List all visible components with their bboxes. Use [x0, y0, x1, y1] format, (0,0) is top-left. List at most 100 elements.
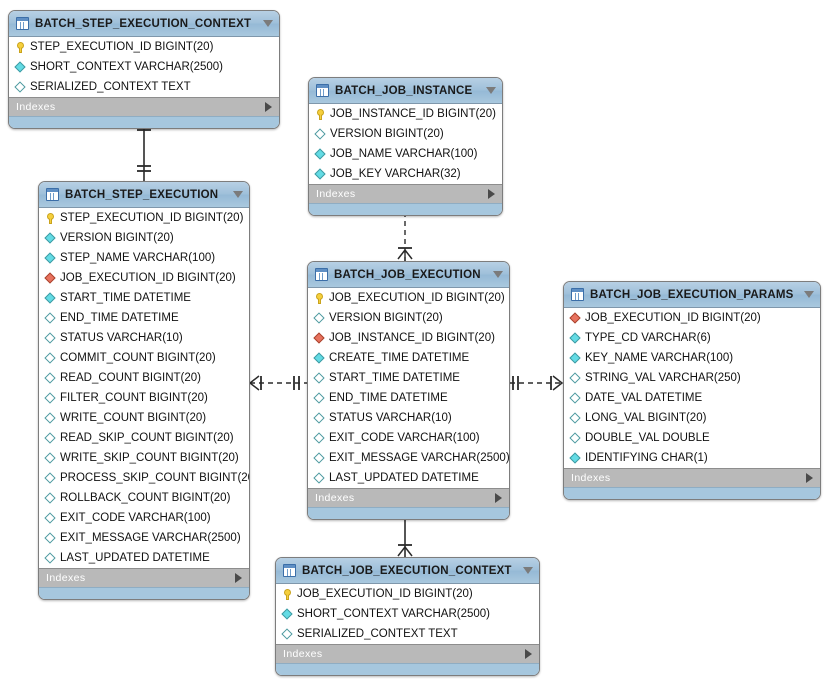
relationship-job-execution-params[interactable]: [510, 375, 564, 391]
table-row[interactable]: SHORT_CONTEXT VARCHAR(2500): [276, 604, 539, 624]
table-row[interactable]: CREATE_TIME DATETIME: [308, 348, 509, 368]
chevron-down-icon[interactable]: [233, 191, 243, 198]
table-row[interactable]: PROCESS_SKIP_COUNT BIGINT(20): [39, 468, 249, 488]
table-row[interactable]: DOUBLE_VAL DOUBLE: [564, 428, 820, 448]
relationship-step-execution-job-execution[interactable]: [248, 375, 307, 391]
table-row[interactable]: ROLLBACK_COUNT BIGINT(20): [39, 488, 249, 508]
column-label: VERSION BIGINT(20): [329, 312, 443, 324]
hollow-diamond-icon: [314, 412, 325, 425]
table-row[interactable]: VERSION BIGINT(20): [308, 308, 509, 328]
triangle-right-icon[interactable]: [525, 649, 532, 659]
table-icon: [46, 188, 59, 201]
table-row[interactable]: VERSION BIGINT(20): [39, 228, 249, 248]
table-batch-job-instance[interactable]: BATCH_JOB_INSTANCE JOB_INSTANCE_ID BIGIN…: [308, 77, 503, 216]
chevron-down-icon[interactable]: [804, 291, 814, 298]
column-label: JOB_EXECUTION_ID BIGINT(20): [585, 312, 761, 324]
table-row[interactable]: LAST_UPDATED DATETIME: [39, 548, 249, 568]
table-icon: [315, 268, 328, 281]
hollow-diamond-icon: [45, 312, 56, 325]
indexes-bar[interactable]: Indexes: [39, 568, 249, 587]
table-row[interactable]: DATE_VAL DATETIME: [564, 388, 820, 408]
table-batch-job-execution-params[interactable]: BATCH_JOB_EXECUTION_PARAMS JOB_EXECUTION…: [563, 281, 821, 500]
table-row[interactable]: JOB_EXECUTION_ID BIGINT(20): [308, 288, 509, 308]
table-header[interactable]: BATCH_JOB_EXECUTION: [308, 262, 509, 288]
hollow-diamond-icon: [282, 628, 293, 641]
table-row[interactable]: JOB_EXECUTION_ID BIGINT(20): [564, 308, 820, 328]
triangle-right-icon[interactable]: [488, 189, 495, 199]
table-row[interactable]: EXIT_CODE VARCHAR(100): [39, 508, 249, 528]
column-label: READ_SKIP_COUNT BIGINT(20): [60, 432, 234, 444]
table-batch-step-execution-context[interactable]: BATCH_STEP_EXECUTION_CONTEXT STEP_EXECUT…: [8, 10, 280, 129]
indexes-bar[interactable]: Indexes: [308, 488, 509, 507]
table-row[interactable]: STEP_EXECUTION_ID BIGINT(20): [9, 37, 279, 57]
table-row[interactable]: EXIT_MESSAGE VARCHAR(2500): [308, 448, 509, 468]
table-row[interactable]: SERIALIZED_CONTEXT TEXT: [9, 77, 279, 97]
table-row[interactable]: STATUS VARCHAR(10): [308, 408, 509, 428]
column-label: SERIALIZED_CONTEXT TEXT: [297, 628, 458, 640]
indexes-bar[interactable]: Indexes: [9, 97, 279, 116]
table-row[interactable]: SHORT_CONTEXT VARCHAR(2500): [9, 57, 279, 77]
primary-key-icon: [45, 212, 56, 225]
table-footer-strip: [308, 507, 509, 519]
column-label: ROLLBACK_COUNT BIGINT(20): [60, 492, 231, 504]
table-title: BATCH_JOB_EXECUTION: [334, 268, 481, 281]
table-row[interactable]: READ_SKIP_COUNT BIGINT(20): [39, 428, 249, 448]
triangle-right-icon[interactable]: [265, 102, 272, 112]
table-row[interactable]: WRITE_SKIP_COUNT BIGINT(20): [39, 448, 249, 468]
table-row[interactable]: STEP_NAME VARCHAR(100): [39, 248, 249, 268]
column-label: IDENTIFYING CHAR(1): [585, 452, 708, 464]
hollow-diamond-icon: [570, 432, 581, 445]
indexes-bar[interactable]: Indexes: [309, 184, 502, 203]
table-footer-strip: [564, 487, 820, 499]
chevron-down-icon[interactable]: [523, 567, 533, 574]
table-row[interactable]: JOB_EXECUTION_ID BIGINT(20): [276, 584, 539, 604]
table-row[interactable]: JOB_INSTANCE_ID BIGINT(20): [309, 104, 502, 124]
table-row[interactable]: EXIT_CODE VARCHAR(100): [308, 428, 509, 448]
table-row[interactable]: VERSION BIGINT(20): [309, 124, 502, 144]
table-row[interactable]: WRITE_COUNT BIGINT(20): [39, 408, 249, 428]
table-row[interactable]: READ_COUNT BIGINT(20): [39, 368, 249, 388]
chevron-down-icon[interactable]: [493, 271, 503, 278]
table-batch-job-execution[interactable]: BATCH_JOB_EXECUTION JOB_EXECUTION_ID BIG…: [307, 261, 510, 520]
table-row[interactable]: END_TIME DATETIME: [308, 388, 509, 408]
triangle-right-icon[interactable]: [495, 493, 502, 503]
filled-diamond-icon: [315, 148, 326, 161]
indexes-bar[interactable]: Indexes: [564, 468, 820, 487]
table-row[interactable]: KEY_NAME VARCHAR(100): [564, 348, 820, 368]
table-row[interactable]: JOB_EXECUTION_ID BIGINT(20): [39, 268, 249, 288]
table-row[interactable]: TYPE_CD VARCHAR(6): [564, 328, 820, 348]
chevron-down-icon[interactable]: [263, 20, 273, 27]
table-footer-strip: [9, 116, 279, 128]
table-row[interactable]: JOB_KEY VARCHAR(32): [309, 164, 502, 184]
table-row[interactable]: SERIALIZED_CONTEXT TEXT: [276, 624, 539, 644]
table-row[interactable]: STEP_EXECUTION_ID BIGINT(20): [39, 208, 249, 228]
table-row[interactable]: STATUS VARCHAR(10): [39, 328, 249, 348]
column-label: START_TIME DATETIME: [60, 292, 191, 304]
column-label: FILTER_COUNT BIGINT(20): [60, 392, 208, 404]
chevron-down-icon[interactable]: [486, 87, 496, 94]
table-row[interactable]: FILTER_COUNT BIGINT(20): [39, 388, 249, 408]
triangle-right-icon[interactable]: [235, 573, 242, 583]
table-header[interactable]: BATCH_JOB_EXECUTION_PARAMS: [564, 282, 820, 308]
table-row[interactable]: LAST_UPDATED DATETIME: [308, 468, 509, 488]
table-row[interactable]: LONG_VAL BIGINT(20): [564, 408, 820, 428]
table-row[interactable]: EXIT_MESSAGE VARCHAR(2500): [39, 528, 249, 548]
table-header[interactable]: BATCH_STEP_EXECUTION: [39, 182, 249, 208]
table-row[interactable]: START_TIME DATETIME: [308, 368, 509, 388]
table-title: BATCH_STEP_EXECUTION_CONTEXT: [35, 17, 252, 30]
table-batch-job-execution-context[interactable]: BATCH_JOB_EXECUTION_CONTEXT JOB_EXECUTIO…: [275, 557, 540, 676]
table-row[interactable]: JOB_INSTANCE_ID BIGINT(20): [308, 328, 509, 348]
table-batch-step-execution[interactable]: BATCH_STEP_EXECUTION STEP_EXECUTION_ID B…: [38, 181, 250, 600]
table-header[interactable]: BATCH_JOB_EXECUTION_CONTEXT: [276, 558, 539, 584]
table-row[interactable]: START_TIME DATETIME: [39, 288, 249, 308]
table-row[interactable]: JOB_NAME VARCHAR(100): [309, 144, 502, 164]
triangle-right-icon[interactable]: [806, 473, 813, 483]
table-header[interactable]: BATCH_JOB_INSTANCE: [309, 78, 502, 104]
table-row[interactable]: STRING_VAL VARCHAR(250): [564, 368, 820, 388]
table-row[interactable]: COMMIT_COUNT BIGINT(20): [39, 348, 249, 368]
table-row[interactable]: IDENTIFYING CHAR(1): [564, 448, 820, 468]
indexes-bar[interactable]: Indexes: [276, 644, 539, 663]
column-list: JOB_EXECUTION_ID BIGINT(20) VERSION BIGI…: [308, 288, 509, 488]
table-row[interactable]: END_TIME DATETIME: [39, 308, 249, 328]
table-header[interactable]: BATCH_STEP_EXECUTION_CONTEXT: [9, 11, 279, 37]
